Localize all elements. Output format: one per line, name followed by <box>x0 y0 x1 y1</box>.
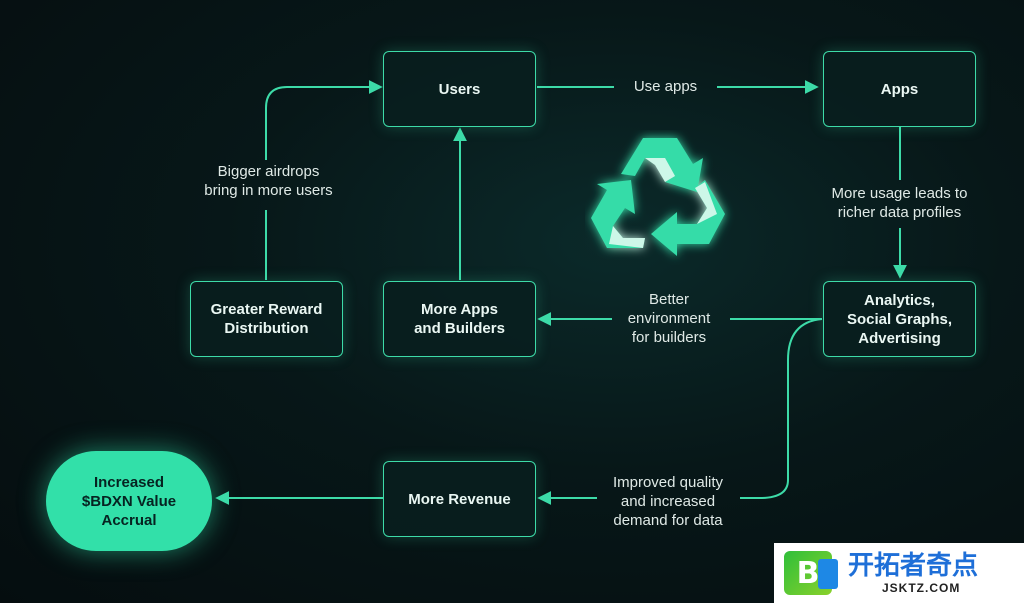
label-more-usage: More usage leads to richer data profiles <box>831 185 968 221</box>
label-bigger-airdrops: Bigger airdrops bring in more users <box>204 163 333 199</box>
apps-label: Apps <box>880 80 919 98</box>
more-apps-node: More Apps and Builders <box>383 281 536 357</box>
edge-reward-users-top <box>265 80 383 160</box>
value-accrual-label: Increased $BDXN Value Accrual <box>81 473 177 529</box>
watermark-url: JSKTZ.COM <box>882 581 961 595</box>
analytics-label: Analytics, Social Graphs, Advertising <box>846 291 953 347</box>
value-accrual-node: Increased $BDXN Value Accrual <box>46 451 212 551</box>
label-use-apps: Use apps <box>633 78 698 95</box>
label-improved-quality: Improved quality and increased demand fo… <box>612 474 724 529</box>
greater-reward-label: Greater Reward Distribution <box>210 301 323 337</box>
more-revenue-label: More Revenue <box>408 490 511 508</box>
watermark-cn: 开拓者奇点 <box>848 551 979 581</box>
watermark-logo-letter: B <box>796 555 820 591</box>
watermark-logo-icon: B <box>784 551 838 595</box>
more-apps-label: More Apps and Builders <box>414 301 505 337</box>
watermark: B 开拓者奇点 JSKTZ.COM <box>774 543 1024 603</box>
greater-reward-node: Greater Reward Distribution <box>190 281 343 357</box>
users-node: Users <box>383 51 536 127</box>
users-label: Users <box>438 80 481 98</box>
watermark-text: 开拓者奇点 JSKTZ.COM <box>848 551 978 595</box>
apps-node: Apps <box>823 51 976 127</box>
analytics-node: Analytics, Social Graphs, Advertising <box>823 281 976 357</box>
recycle-icon <box>591 138 725 256</box>
more-revenue-node: More Revenue <box>383 461 536 537</box>
edge-analytics-revenue-curve <box>740 318 823 499</box>
label-better-environment: Better environment for builders <box>627 291 711 346</box>
